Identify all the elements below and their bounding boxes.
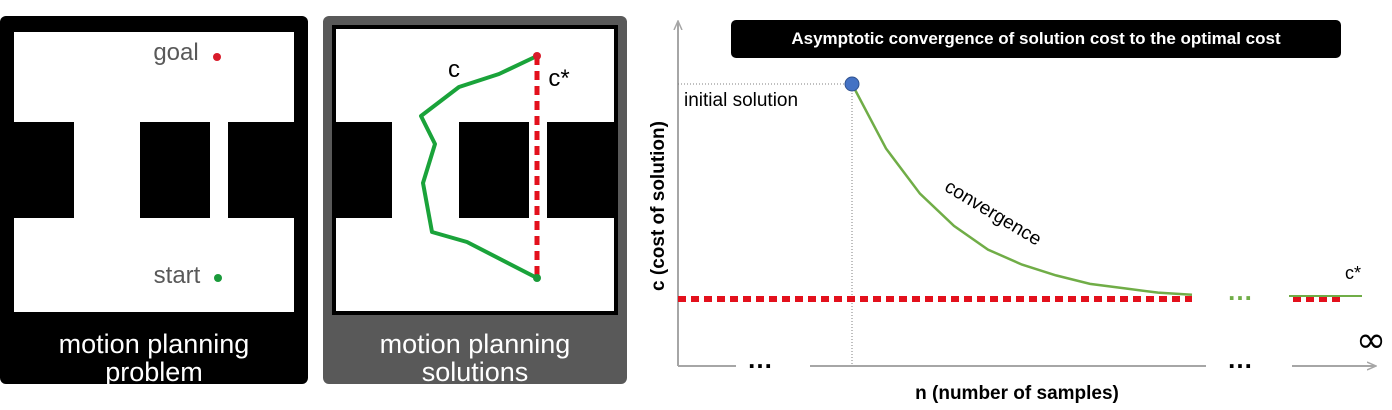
- obstacle-center: [140, 122, 210, 218]
- x-axis-label: n (number of samples): [915, 383, 1119, 404]
- solution-caption-line1: motion planning: [379, 329, 571, 359]
- optimal-label-cstar: c*: [548, 65, 569, 92]
- x-axis-infinity: ∞: [1356, 320, 1386, 361]
- convergence-label: convergence: [941, 176, 1045, 250]
- start-label: start: [154, 262, 201, 289]
- goal-point: [213, 53, 221, 61]
- optimal-cost-label: c*: [1345, 263, 1361, 283]
- start-point: [533, 274, 541, 282]
- problem-caption-line2: problem: [105, 357, 203, 387]
- problem-caption: motion planning problem: [0, 330, 308, 386]
- convergence-curve: [850, 83, 1193, 296]
- obstacle-right: [228, 122, 294, 218]
- initial-solution-point: [844, 76, 860, 92]
- solution-path-c: [419, 54, 538, 280]
- x-axis-ellipsis-right: …: [1227, 344, 1253, 374]
- y-axis-label: c (cost of solution): [648, 121, 669, 291]
- convergence-chart: initial solution convergence c* … … … ∞ …: [648, 0, 1386, 404]
- goal-point: [533, 52, 541, 60]
- path-label-c: c: [448, 56, 460, 83]
- x-axis-ellipsis-left: …: [747, 344, 773, 374]
- solution-panel: c c* motion planning solutions: [323, 16, 627, 386]
- chart-title: Asymptotic convergence of solution cost …: [731, 20, 1341, 58]
- solution-caption: motion planning solutions: [323, 330, 627, 386]
- goal-label: goal: [153, 39, 198, 66]
- problem-map: goal start: [14, 32, 294, 312]
- solution-map: c c*: [332, 25, 618, 315]
- obstacle-right: [547, 122, 614, 218]
- obstacle-center: [459, 122, 529, 218]
- initial-solution-label: initial solution: [684, 90, 798, 111]
- curve-ellipsis: …: [1227, 276, 1253, 306]
- obstacle-left: [14, 122, 74, 218]
- obstacle-left: [336, 122, 392, 218]
- problem-panel: goal start motion planning problem: [0, 16, 308, 386]
- solution-caption-line2: solutions: [421, 357, 529, 387]
- start-point: [214, 274, 222, 282]
- problem-caption-line1: motion planning: [58, 329, 250, 359]
